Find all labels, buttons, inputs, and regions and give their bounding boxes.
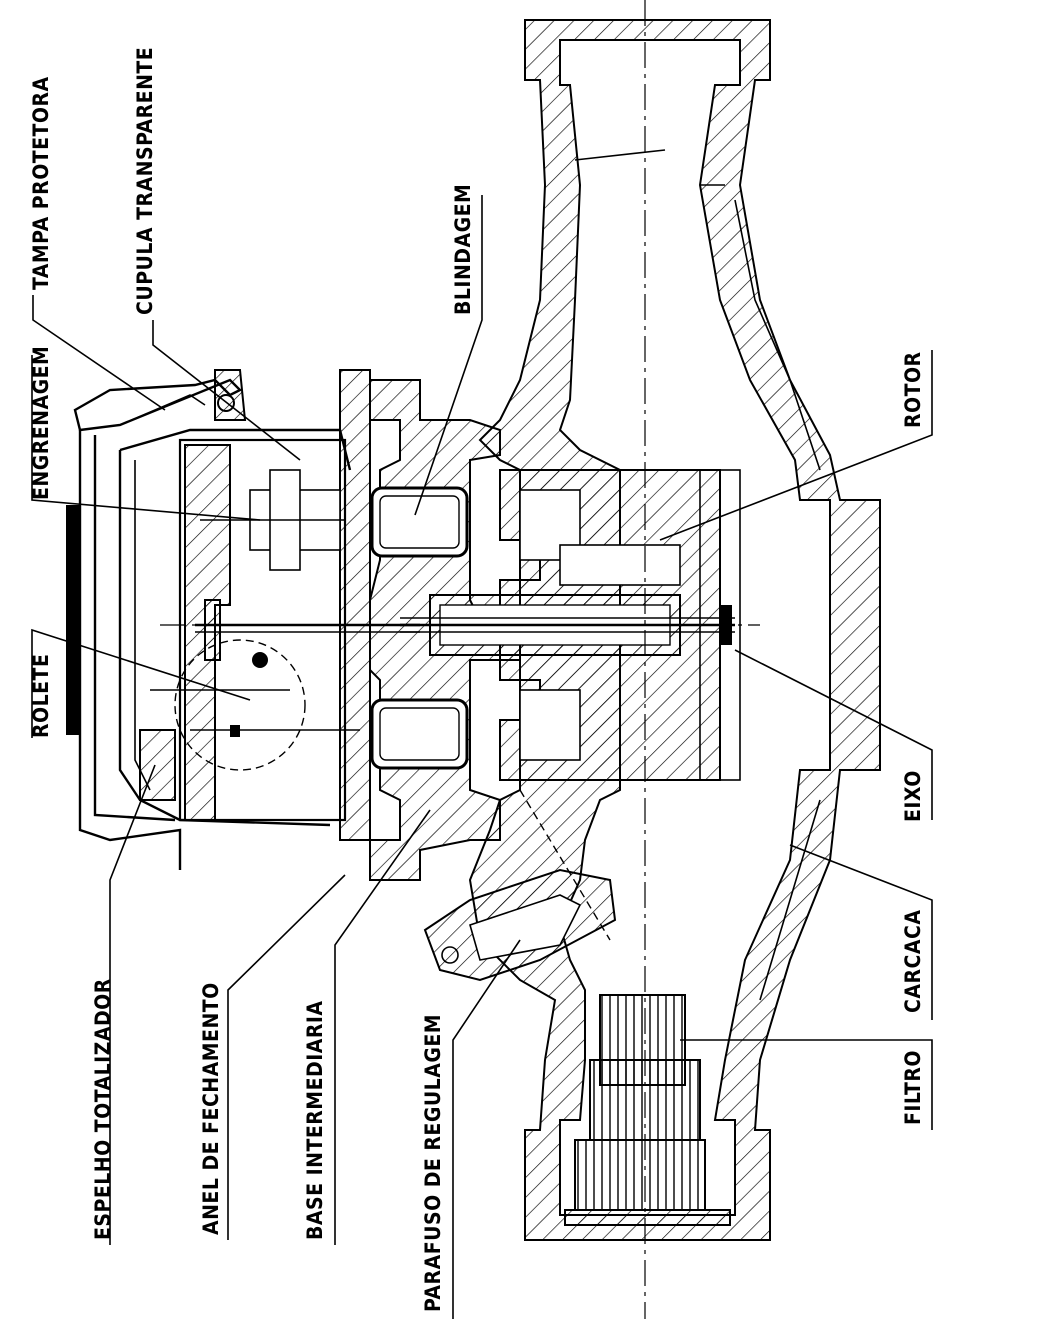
label-espelho-totalizador: ESPELHO TOTALIZADOR [91, 978, 115, 1240]
label-parafuso-de-regulagem: PARAFUSO DE REGULAGEM [421, 1014, 445, 1312]
label-anel-de-fechamento: ANEL DE FECHAMENTO [199, 982, 223, 1235]
label-base-intermediaria: BASE INTERMEDIARIA [303, 1000, 327, 1240]
label-rolete: ROLETE [29, 654, 53, 738]
label-tampa-protetora: TAMPA PROTETORA [29, 76, 53, 290]
parafuso-de-regulagem [423, 789, 617, 982]
label-engrenagem: ENGRENAGEM [29, 346, 53, 500]
label-filtro: FILTRO [901, 1050, 925, 1125]
label-carcaca: CARCACA [901, 909, 925, 1013]
tampa-protetora [66, 378, 243, 870]
blindagem [370, 486, 469, 770]
label-rotor: ROTOR [901, 351, 925, 428]
label-blindagem: BLINDAGEM [451, 184, 475, 315]
label-eixo: EIXO [901, 770, 925, 822]
label-cupula-transparente: CUPULA TRANSPARENTE [133, 47, 157, 315]
leader-lines [31, 195, 933, 1319]
